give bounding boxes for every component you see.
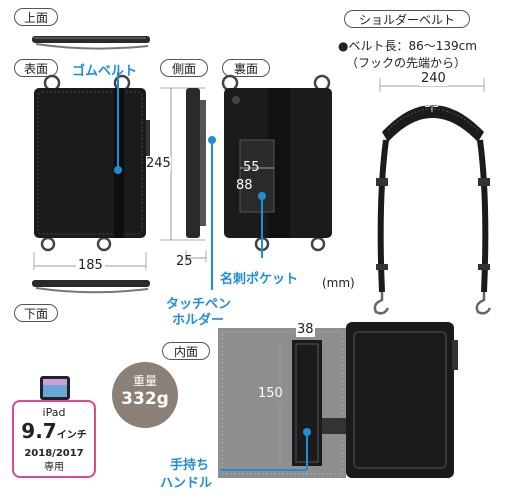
height-dimension: 245	[146, 156, 171, 171]
ipad-exclusive: 専用	[44, 462, 64, 473]
top-view-label: 上面	[14, 8, 58, 26]
weight-value: 332g	[121, 389, 169, 409]
belt-pad-dimension: 55	[424, 96, 441, 111]
ipad-years: 2018/2017	[24, 448, 84, 459]
bottom-view-label: 下面	[14, 304, 58, 322]
unit-label: (mm)	[322, 276, 355, 290]
ipad-size: 9.7	[21, 419, 57, 443]
pocket-height-dimension: 88	[236, 178, 253, 193]
ipad-model-badge: iPad 9.7インチ 2018/2017 専用	[12, 400, 96, 478]
front-view-label: 表面	[14, 59, 58, 77]
weight-label: 重量	[132, 374, 157, 388]
belt-length-spec: ●ベルト長：86〜139cm	[338, 39, 477, 53]
ipad-name: iPad	[42, 406, 66, 419]
pocket-width-dimension: 55	[243, 160, 260, 175]
touch-pen-callout-line1: タッチペン	[166, 297, 232, 312]
depth-dimension: 25	[176, 254, 193, 269]
width-dimension: 185	[76, 258, 105, 273]
hand-strap-callout-line1: 手持ち	[170, 458, 210, 473]
handle-width-dimension: 38	[296, 322, 315, 337]
touch-pen-callout-line2: ホルダー	[172, 313, 225, 328]
side-view-label: 側面	[160, 59, 208, 77]
hand-strap-callout-line2: ハンドル	[160, 476, 213, 491]
handle-height-dimension: 150	[258, 386, 283, 401]
inner-view-label: 内面	[162, 342, 210, 360]
shoulder-belt-label: ショルダーベルト	[344, 10, 470, 28]
ipad-size-unit: インチ	[56, 430, 87, 441]
back-view-label: 裏面	[222, 59, 270, 77]
weight-badge: 重量 332g	[112, 362, 178, 428]
belt-length-note: （フックの先端から）	[346, 56, 467, 70]
card-pocket-callout: 名刺ポケット	[220, 272, 299, 287]
belt-width-dimension: 240	[419, 71, 448, 86]
